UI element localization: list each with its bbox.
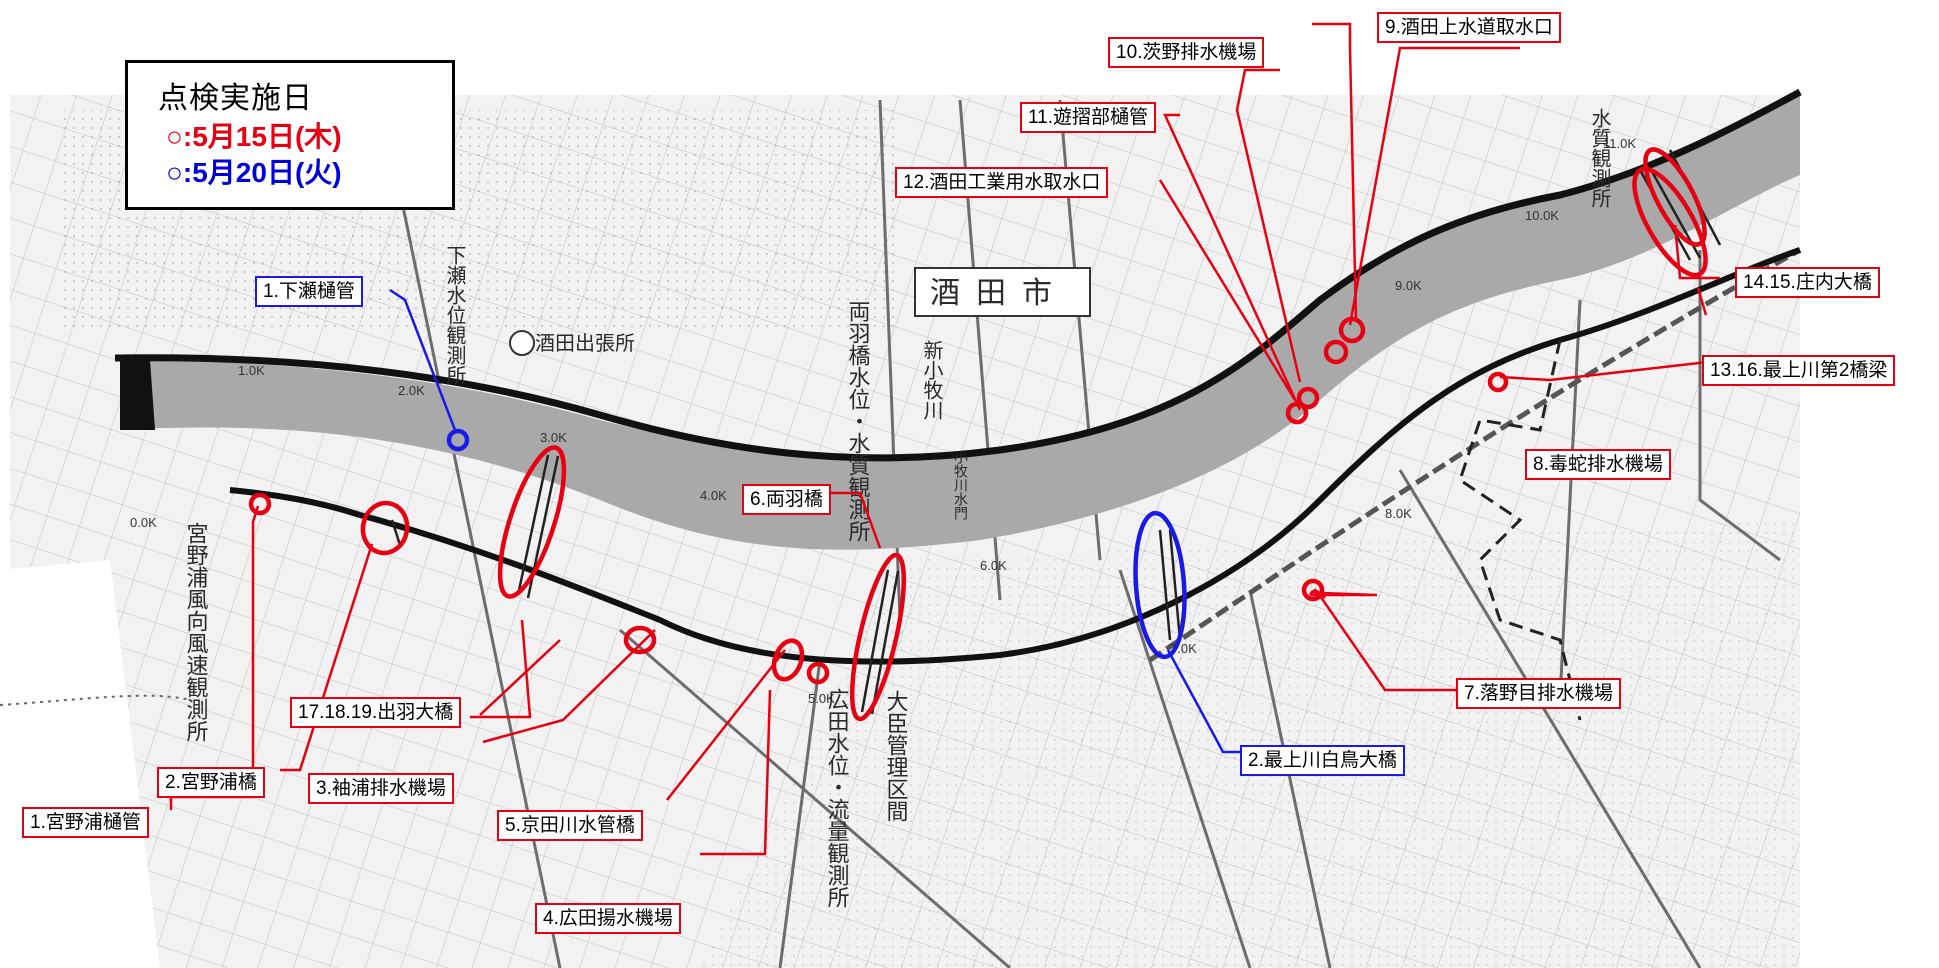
levee-south	[359, 247, 1801, 665]
label-yusoubu-higan: 11.遊摺部樋管	[1020, 102, 1157, 133]
legend-box: 点検実施日 ○:5月15日(木) ○:5月20日(火)	[125, 60, 455, 210]
komaki-gate-label: 小牧川水門	[952, 450, 968, 521]
km-markers: 0.0K 1.0K 2.0K 3.0K 4.0K 5.0K 6.0K 7.0K …	[130, 136, 1636, 706]
marker-shimose-higan	[446, 428, 470, 452]
km-2: 2.0K	[398, 383, 425, 398]
inspection-markers-blue	[446, 428, 1187, 660]
label-sodeura-pump: 3.袖浦排水機場	[308, 773, 454, 804]
leader-lines	[169, 22, 1726, 856]
km-4: 4.0K	[700, 488, 727, 503]
marker-yusoubu	[1296, 386, 1320, 410]
legend-blue-entry: ○:5月20日(火)	[166, 157, 342, 188]
office-symbol	[509, 330, 535, 356]
water-quality-station-label: 水質観測所	[1588, 108, 1612, 208]
levee-north	[114, 88, 1802, 462]
km-5: 5.0K	[808, 691, 835, 706]
marker-ochinome-pump	[1301, 578, 1325, 602]
marker-sodeura-pump	[623, 625, 657, 655]
label-ochinome-pump: 7.落野目排水機場	[1456, 678, 1621, 709]
inspection-markers-red	[248, 147, 1708, 722]
label-shimose-higan: 1.下瀬樋管	[255, 276, 363, 307]
komaki-river-label: 新小牧川	[920, 340, 944, 420]
miyanoura-station-label: 宮野浦風向風速観測所	[183, 522, 209, 742]
label-ibarano-pump: 10.茨野排水機場	[1108, 37, 1265, 68]
marker-dokuja-pump	[1487, 371, 1509, 393]
marker-ryou-bridge	[849, 552, 907, 722]
marker-ibarano	[1323, 339, 1349, 365]
marker-shiroe-bridge	[1133, 510, 1187, 660]
shimose-station-label: 下瀬水位観測所	[443, 245, 467, 385]
district-label: 大臣管理区間	[883, 690, 909, 822]
marker-miyanoura-higan	[248, 492, 272, 516]
label-miyanoura-bridge: 2.宮野浦橋	[157, 767, 265, 798]
outer-area	[0, 560, 160, 968]
legend-red-entry: ○:5月15日(木)	[166, 121, 342, 152]
km-10: 10.0K	[1525, 208, 1559, 223]
label-sakata-water-intake: 9.酒田上水道取水口	[1377, 12, 1561, 43]
label-dokuja-pump: 8.毒蛇排水機場	[1525, 449, 1671, 480]
ryou-station-label: 両羽橋水位・水質観測所	[845, 300, 871, 542]
label-miyanoura-higan: 1.宮野浦樋管	[22, 807, 149, 838]
city-name: 酒田市	[930, 276, 1068, 311]
km-9: 9.0K	[1395, 278, 1422, 293]
label-shiroe-bridge: 2.最上川白鳥大橋	[1240, 745, 1405, 776]
label-shonai-bridge: 14.15.庄内大橋	[1735, 267, 1880, 298]
legend-title: 点検実施日	[158, 82, 313, 115]
hirota-station-label: 広田水位・流量観測所	[824, 688, 850, 908]
district-boundary	[1458, 339, 1582, 721]
marker-shonai-bridge	[1643, 147, 1707, 247]
marker-mogami-2nd-bridge	[1632, 166, 1708, 278]
map-text: 酒田市 酒田出張所 下瀬水位観測所 両羽橋水位・水質観測所 広田水位・流量観測所…	[183, 108, 1613, 909]
river-mouth	[120, 360, 155, 430]
label-kyoda-bridge: 5.京田川水管橋	[497, 810, 643, 841]
levee-south-west	[229, 487, 361, 518]
office-label: 酒田出張所	[535, 331, 635, 355]
label-mogami-2nd-bridge: 13.16.最上川第2橋梁	[1702, 355, 1896, 386]
marker-hirota-pump	[806, 661, 830, 685]
mogami-river	[120, 95, 1800, 550]
km-6: 6.0K	[980, 558, 1007, 573]
label-hirota-pump: 4.広田揚水機場	[535, 903, 681, 934]
leader-lines-blue	[389, 288, 1240, 754]
marker-sakata-industrial	[1285, 401, 1309, 425]
km-1: 1.0K	[238, 363, 265, 378]
marker-sakata-water	[1338, 316, 1366, 344]
paddy-texture	[700, 520, 1800, 968]
km-8: 8.0K	[1385, 506, 1412, 521]
km-11: 11.0K	[1603, 136, 1636, 151]
label-dewa-bridge: 17.18.19.出羽大橋	[290, 697, 462, 728]
marker-kyoda-bridge	[771, 638, 805, 682]
marker-miyanoura-bridge	[360, 500, 410, 556]
label-ryou-bridge: 6.両羽橋	[742, 484, 831, 515]
km-3: 3.0K	[540, 430, 567, 445]
km-0: 0.0K	[130, 515, 157, 530]
label-sakata-industrial-intake: 12.酒田工業用水取水口	[895, 167, 1109, 198]
railway	[1148, 247, 1802, 663]
marker-dewa-bridge	[497, 445, 567, 599]
